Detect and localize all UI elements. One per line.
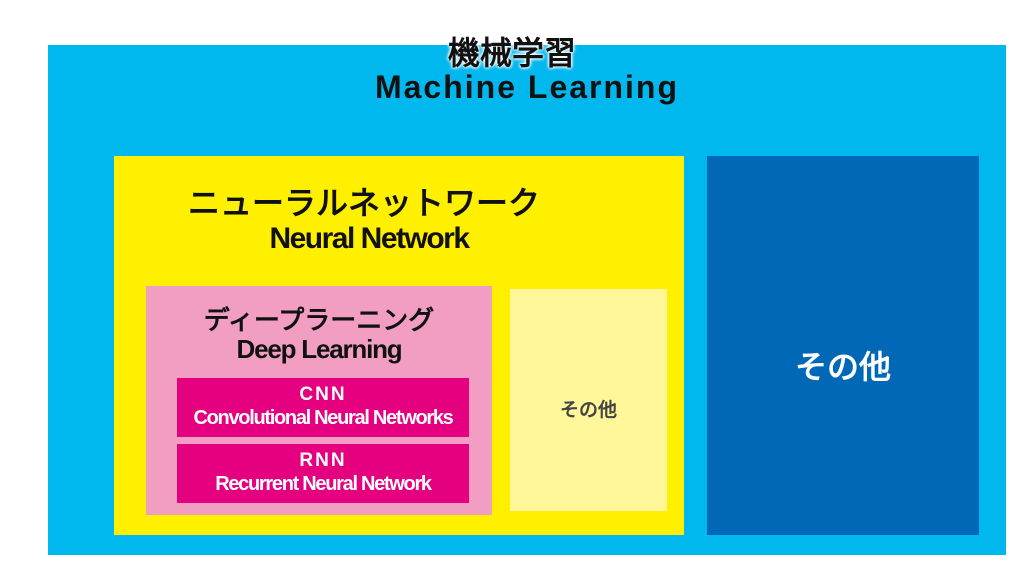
deep-learning-region: ディープラーニング Deep Learning CNN Convolutiona… [146, 286, 492, 515]
deep-learning-title-en: Deep Learning [236, 334, 403, 364]
machine-learning-title-en: Machine Learning [374, 69, 680, 105]
machine-learning-title-ja: 機械学習 [447, 35, 576, 71]
machine-learning-region: Machine Learning ニューラルネットワーク Neural Netw… [48, 45, 1006, 555]
machine-learning-other-label: その他 [794, 349, 891, 385]
rnn-abbr: RNN [299, 450, 347, 471]
neural-network-other-label: その他 [559, 400, 617, 421]
cnn-full-name: Convolutional Neural Networks [193, 407, 453, 429]
cnn-box: CNN Convolutional Neural Networks [177, 378, 469, 437]
machine-learning-other-region: その他 [707, 156, 979, 535]
neural-network-region: ニューラルネットワーク Neural Network ディープラーニング Dee… [114, 156, 684, 535]
neural-network-title-ja: ニューラルネットワーク [187, 185, 540, 221]
cnn-abbr: CNN [299, 384, 347, 405]
deep-learning-title-ja: ディープラーニング [203, 305, 435, 335]
neural-network-other-region: その他 [510, 289, 667, 511]
rnn-box: RNN Recurrent Neural Network [177, 444, 469, 503]
rnn-full-name: Recurrent Neural Network [215, 473, 432, 495]
neural-network-title-en: Neural Network [269, 222, 470, 255]
